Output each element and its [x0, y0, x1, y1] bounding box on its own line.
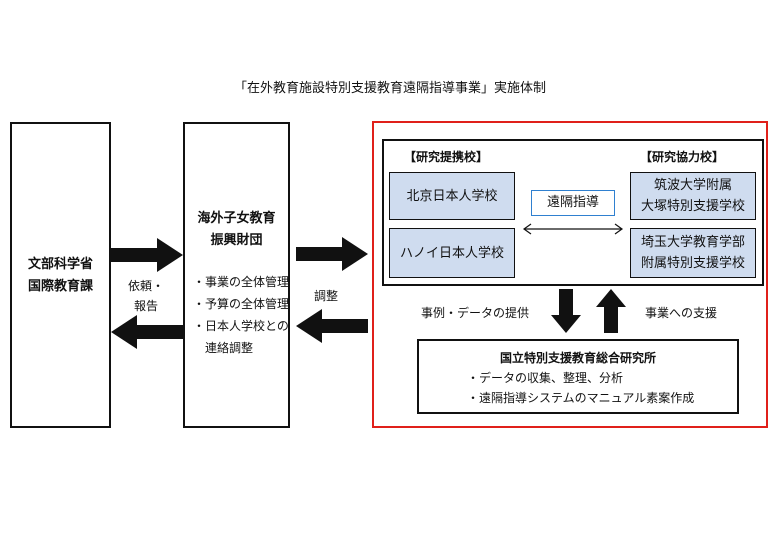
project-frame — [372, 121, 768, 428]
research-cooperation-heading: 【研究協力校】 — [640, 150, 725, 164]
mext-division: 国際教育課 — [27, 279, 93, 294]
school-saitama: 埼玉大学教育学部 附属特別支援学校 — [630, 228, 756, 278]
nise-role-item: ・遠隔指導システムのマニュアル素案作成 — [467, 391, 695, 405]
foundation-role-item: ・事業の全体管理 — [193, 275, 290, 289]
school-saitama-line2: 附属特別支援学校 — [640, 256, 745, 271]
mext-box: 文部科学省 国際教育課 — [10, 122, 111, 428]
arrow-right-icon — [296, 237, 368, 271]
foundation-role-item: ・日本人学校との — [193, 319, 289, 333]
school-beijing: 北京日本人学校 — [389, 172, 515, 220]
nise-role-list: ・データの収集、整理、分析 ・遠隔指導システムのマニュアル素案作成 — [467, 368, 694, 408]
foundation-role-item: ・予算の全体管理 — [193, 297, 290, 311]
report-label: 報告 — [133, 299, 158, 313]
support-label: 事業への支援 — [645, 306, 718, 320]
nise-name: 国立特別支援教育総合研究所 — [499, 351, 656, 365]
school-tsukuba-line1: 筑波大学附属 — [653, 178, 732, 193]
coordination-label: 調整 — [314, 289, 339, 303]
school-saitama-line1: 埼玉大学教育学部 — [640, 235, 745, 250]
request-label: 依頼・ — [127, 279, 164, 293]
diagram-title: 「在外教育施設特別支援教育遠隔指導事業」実施体制 — [233, 81, 546, 96]
arrow-down-icon — [551, 289, 581, 333]
arrow-left-icon — [111, 315, 183, 349]
research-partner-heading: 【研究提携校】 — [404, 150, 489, 164]
arrow-right-icon — [111, 238, 183, 272]
remote-guidance-box: 遠隔指導 — [531, 190, 615, 216]
foundation-role-item: 連絡調整 — [193, 341, 254, 355]
foundation-name-line2: 振興財団 — [210, 233, 263, 248]
foundation-name-line1: 海外子女教育 — [197, 211, 276, 226]
nise-role-item: ・データの収集、整理、分析 — [467, 371, 624, 385]
double-arrow-icon — [522, 223, 624, 235]
foundation-role-list: ・事業の全体管理 ・予算の全体管理 ・日本人学校との 連絡調整 — [193, 271, 289, 359]
school-hanoi: ハノイ日本人学校 — [389, 228, 515, 278]
mext-name: 文部科学省 — [27, 257, 93, 272]
arrow-up-icon — [596, 289, 626, 333]
nise-box: 国立特別支援教育総合研究所 ・データの収集、整理、分析 ・遠隔指導システムのマニ… — [417, 339, 739, 414]
arrow-left-icon — [296, 309, 368, 343]
cases-data-label: 事例・データの提供 — [421, 306, 530, 320]
school-tsukuba: 筑波大学附属 大塚特別支援学校 — [630, 172, 756, 220]
foundation-box: 海外子女教育 振興財団 ・事業の全体管理 ・予算の全体管理 ・日本人学校との 連… — [183, 122, 290, 428]
school-tsukuba-line2: 大塚特別支援学校 — [640, 199, 745, 214]
